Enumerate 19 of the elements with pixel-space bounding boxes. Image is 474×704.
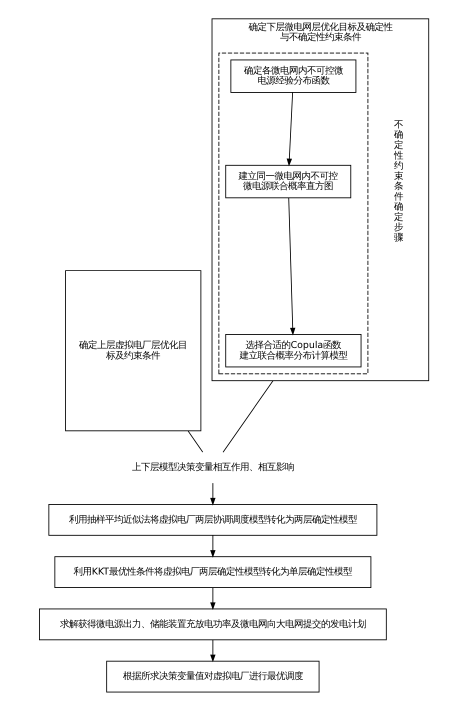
node-box: 利用抽样平均近似法将虚拟电厂两层协调调度模型转化为两层确定性模型 xyxy=(48,504,377,536)
arrow xyxy=(288,197,295,336)
node-box: 根据所求决策变量值对虚拟电厂进行最优调度 xyxy=(106,660,320,692)
arrow xyxy=(210,639,216,662)
arrow xyxy=(286,92,293,166)
connector xyxy=(222,380,273,453)
node-box: 利用KKT最优性条件将虚拟电厂两层确定性模型转化为单层确定性模型 xyxy=(54,556,371,588)
node-box: 确定各微电网内不可控微电源经验分布函数 xyxy=(230,60,356,93)
cluster xyxy=(218,52,368,374)
connector xyxy=(187,430,203,453)
arrow xyxy=(210,534,216,558)
node-text: 上下层模型决策变量相互作用、相互影响 xyxy=(131,462,294,474)
arrow xyxy=(210,482,216,506)
node-box: 建立同一微电网内不可控微电源联合概率直方图 xyxy=(224,164,351,198)
node-box: 选择合适的Copula函数建立联合概率分布计算模型 xyxy=(224,334,361,368)
node-box: 求解获得微电源出力、储能装置充放电功率及微电网向大电网提交的发电计划 xyxy=(38,608,386,640)
arrow xyxy=(210,587,216,610)
node-label: 不确定性约束条件确定步骤 xyxy=(394,119,403,244)
node-box: 确定上层虚拟电厂层优化目标及约束条件 xyxy=(64,270,201,432)
